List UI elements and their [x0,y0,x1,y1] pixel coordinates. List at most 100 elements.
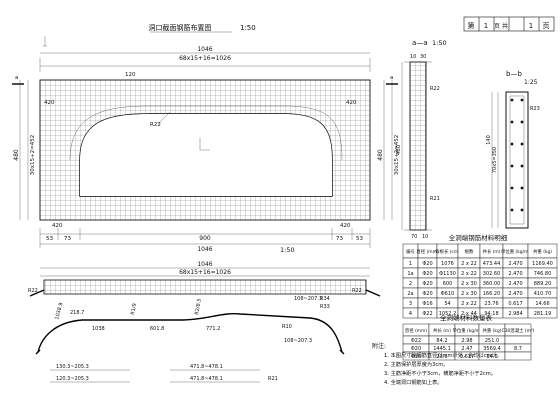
lower-total: 1046 [197,261,212,268]
table1-header-2: 直径 (mm) [416,248,438,255]
dim-side-right: 480 [377,149,384,161]
table1-row-5-col-3: 54 [444,301,450,307]
table2-title: 全洞端材料数量表 [440,313,493,322]
section-a-scale: 1:50 [432,39,447,47]
left-dim-1: 130.3~205.3 [56,364,89,370]
seg-4: R2/8.5 [194,298,203,315]
table1-row-5-col-5: 23.76 [484,301,498,307]
table2-row-2-col-1: Φ20 [411,346,421,352]
table1-header-7: 共重 (kg) [533,248,552,255]
table1-row-4-col-3: Φ610 [441,291,454,297]
section-a-bar-2: R21 [430,196,440,202]
mid-dim-1: 471.8~478.1 [190,364,223,370]
notes-heading: 附注: [372,342,386,350]
table1-row-4-col-2: Φ20 [422,291,432,297]
note-4: 4. 全端洞口钢筋如上表。 [384,378,442,386]
table2-row-1-col-4: 251.0 [485,338,499,344]
section-a-label: a—a [412,39,428,47]
dim-n120: 120 [125,72,136,78]
table1-header-1: 编号 [406,248,415,255]
table2-cell [504,335,532,345]
dim-n420-tl: 420 [44,100,55,106]
section-b-scale: 1:25 [524,79,538,86]
table1-row-1-col-3: 1076 [441,261,454,267]
svg-text:a: a [390,75,393,81]
section-b-b: b—b 1:25 140 70x5=350 R23 [486,70,540,229]
page-total: 1 [529,22,533,30]
table1-row-1-col-1: 1 [409,261,412,267]
main-scale: 1:50 [240,24,256,32]
table1-row-4-col-7: 410.70 [534,291,552,297]
table2-header-4: 共重 (kg) [483,327,502,334]
table1-row-5-col-6: 0.617 [508,301,522,307]
dim-bottom-left-a: 53 [46,236,53,242]
table2-row-3-col-3: 0.617 [460,354,474,360]
table1-row-4-col-5: 166.20 [483,291,501,297]
table1-row-3-col-6: 2.470 [508,281,522,287]
table1-row-3-col-1: 2 [409,281,412,287]
right-mark-2: R33 [320,304,330,310]
section-a-dim-4: 10 [422,234,428,240]
dim-bottom-left-b: 73 [64,236,71,242]
table1-row-4-col-1: 2a [407,291,413,297]
table1-row-2-col-1: 1a [407,271,413,277]
seg-7: 1038.9 [54,302,64,320]
table1-row-2-col-3: Φ1130 [439,271,456,277]
steel-detail-table: 全洞端钢筋材料明细 编号直径 (mm)每根长 (cm)根数共长 (m)单位重 (… [402,233,558,319]
table1-row-3-col-2: Φ20 [422,281,432,287]
seg-1: 1038 [92,326,105,332]
section-b-dim-1: 140 [486,135,492,145]
svg-text:a: a [15,75,18,81]
section-a-dim-2: 30 [420,54,426,60]
table1-row-2-col-7: 746.80 [534,271,552,277]
main-title: 洞口截面钢筋布置图 [149,23,212,32]
table2-row-1-col-3: 2.98 [461,338,472,344]
table1-row-2-col-2: Φ20 [422,271,432,277]
main-elevation-view: 洞口截面钢筋布置图 1:50 1046 68x15+16=1026 120 R2… [12,23,400,253]
table2-cell [504,351,532,361]
dim-top-total: 1046 [197,46,212,53]
table1-row-2-col-6: 2.470 [508,271,522,277]
dim-side-left-formula: 30x15+2=452 [30,135,36,175]
seg-2: R1/9 [130,303,138,315]
section-b-label: b—b [506,70,522,78]
lower-left-end: R22 [28,288,38,294]
table1-row-6-col-4: 2 x 44 [461,311,477,317]
dim-n420-tr: 420 [346,100,357,106]
small-mark-2: R21 [268,376,278,382]
table1-row-5-col-1: 3 [409,301,412,307]
page-suffix: 页 [543,22,550,30]
table1-row-1-col-4: 2 x 22 [461,261,477,267]
table1-row-6-col-2: Φ22 [422,311,432,317]
dim-n420-br: 420 [340,223,351,229]
table1-cell [527,307,558,319]
table1-row-6-col-3: 1052.2 [439,311,457,317]
dim-bottom-inner: 900 [199,235,211,242]
dim-bottom-right-a: 53 [356,236,363,242]
table1-row-1-col-7: 1169.40 [532,261,553,267]
table2-row-2-col-4: 3569.4 [483,346,501,352]
table2-row-1-col-1: Φ22 [411,338,421,344]
table2-header-2: 共长 (m) [433,327,451,334]
dim-r-label: R22 [150,122,161,128]
page-prefix: 第 [468,21,475,30]
table1-row-3-col-4: 2 x 30 [461,281,477,287]
section-a-a: a—a 1:50 480 10 30 R22 R21 70 10 [396,39,447,240]
small-mark-1: R10 [282,324,292,330]
table1-title: 全洞端钢筋材料明细 [449,233,508,242]
table2-header-3: 单位重 (kg/m) [452,327,481,334]
table1-row-3-col-3: 600 [443,281,453,287]
section-b-dim-2: 70x5=350 [492,147,498,173]
seg-5: 771.2 [206,326,220,332]
dim-top-formula: 68x15+16=1026 [179,55,231,62]
table1-row-1-col-6: 2.470 [508,261,522,267]
left-dim-2: 120.3~205.3 [56,376,89,382]
table2-row-1-col-2: 84.2 [436,338,447,344]
section-b-bar: R23 [530,106,540,112]
right-dim-1: 108~207.3 [294,296,322,302]
table2-row-3-col-1: Φ16 [411,354,421,360]
section-a-dim-3: 70 [411,234,417,240]
table1-row-1-col-2: Φ20 [422,261,432,267]
page-number: 1 [484,22,488,30]
table1-row-6-col-7: 281.19 [534,311,552,317]
